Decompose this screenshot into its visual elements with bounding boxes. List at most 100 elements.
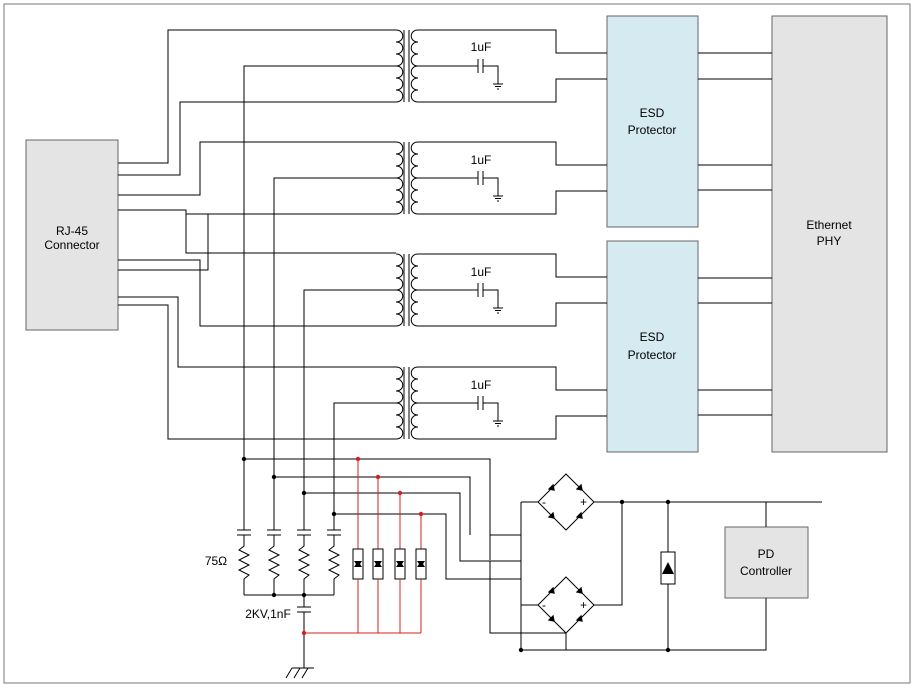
wire (483, 289, 499, 308)
bridge-outline (537, 473, 595, 531)
diode-icon (547, 483, 555, 491)
wire (244, 458, 521, 536)
pd-label-line1: PD (758, 547, 775, 561)
coil-winding (395, 366, 404, 404)
bridge-plus: + (580, 495, 587, 509)
coil-winding (410, 366, 419, 404)
wire (243, 65, 396, 530)
tvs-diode-icon (417, 561, 425, 567)
tvs-diode-icon (396, 561, 404, 567)
wire (273, 177, 396, 530)
wire (304, 492, 521, 562)
wire (489, 561, 566, 634)
resistor (237, 535, 251, 595)
diode-icon (547, 511, 555, 519)
diode-icon (547, 586, 555, 594)
resistor (327, 535, 341, 595)
wire (118, 209, 187, 214)
coil-winding (395, 177, 404, 215)
diode-icon (575, 511, 583, 519)
tvs-diode-icon (374, 561, 382, 567)
wire (118, 214, 209, 271)
diagram-border (3, 3, 911, 684)
cap-label-4: 1uF (471, 378, 492, 392)
esd-top-label-line2: Protector (628, 123, 677, 137)
wire (118, 101, 396, 176)
wire (418, 302, 607, 327)
wire (483, 177, 499, 196)
wire (118, 29, 396, 164)
rj45-connector: RJ-45 Connector (25, 139, 119, 331)
wire (418, 29, 607, 54)
wire (334, 513, 521, 580)
wire (333, 402, 396, 530)
wire (418, 78, 607, 103)
coil-winding (410, 402, 419, 440)
diode-icon (575, 614, 583, 622)
coil-winding (410, 29, 419, 67)
coil-winding (395, 65, 404, 103)
phy-label-line2: PHY (817, 234, 842, 248)
cap-label-1: 1uF (471, 40, 492, 54)
rj45-label-line2: Connector (44, 238, 99, 252)
phy-label-line1: Ethernet (806, 218, 852, 232)
cap-label-2: 1uF (471, 153, 492, 167)
ground-icon (492, 83, 504, 90)
coil-winding (395, 141, 404, 179)
wire (293, 667, 301, 679)
wire (483, 402, 499, 421)
coil-winding (395, 289, 404, 327)
esd-bottom-label-line1: ESD (640, 330, 665, 344)
resistor (297, 535, 311, 595)
wire (418, 366, 607, 391)
wire (118, 304, 396, 440)
resistor-label: 75Ω (205, 554, 227, 568)
cap-label-3: 1uF (471, 265, 492, 279)
coil-winding (410, 289, 419, 327)
wire (303, 289, 396, 530)
wire (118, 141, 396, 196)
wire (418, 253, 607, 278)
coil-winding (410, 65, 419, 103)
diode-icon (575, 586, 583, 594)
hv-cap-label: 2KV,1nF (245, 607, 291, 621)
ethernet-phy: Ethernet PHY (771, 15, 888, 453)
coil-winding (410, 177, 419, 215)
esd-bottom-label-line2: Protector (628, 348, 677, 362)
wire (418, 190, 607, 215)
esd-protector-top: ESD Protector (606, 15, 699, 228)
wire (118, 259, 396, 327)
ground-icon (492, 195, 504, 202)
wire (301, 667, 309, 679)
ground-icon (492, 307, 504, 314)
coil-winding (395, 402, 404, 440)
diode-icon (575, 483, 583, 491)
junction-dot (271, 592, 277, 598)
esd-protector-bottom: ESD Protector (606, 240, 699, 453)
coil-winding (410, 253, 419, 291)
pd-label-line2: Controller (740, 564, 792, 578)
pd-controller: PD Controller (724, 526, 809, 599)
wire (285, 667, 293, 679)
bridge-minus: - (542, 495, 546, 509)
junction-dot (301, 630, 307, 636)
junction-dot (619, 499, 625, 505)
bridge-plus: + (580, 598, 587, 612)
ground-icon (492, 420, 504, 427)
coil-winding (395, 29, 404, 67)
wire (118, 296, 396, 368)
diode-icon (547, 614, 555, 622)
bridge-rectifier-1: +- (537, 473, 595, 531)
bridge-minus: - (542, 598, 546, 612)
wire (418, 141, 607, 166)
dc-tvs-diode-icon (662, 562, 674, 574)
wire (565, 598, 767, 651)
esd-top-label-line1: ESD (640, 106, 665, 120)
wire (483, 65, 499, 84)
junction-dot (518, 647, 524, 653)
rj45-label-line1: RJ-45 (56, 224, 88, 238)
coil-winding (410, 141, 419, 179)
coil-winding (395, 253, 404, 291)
